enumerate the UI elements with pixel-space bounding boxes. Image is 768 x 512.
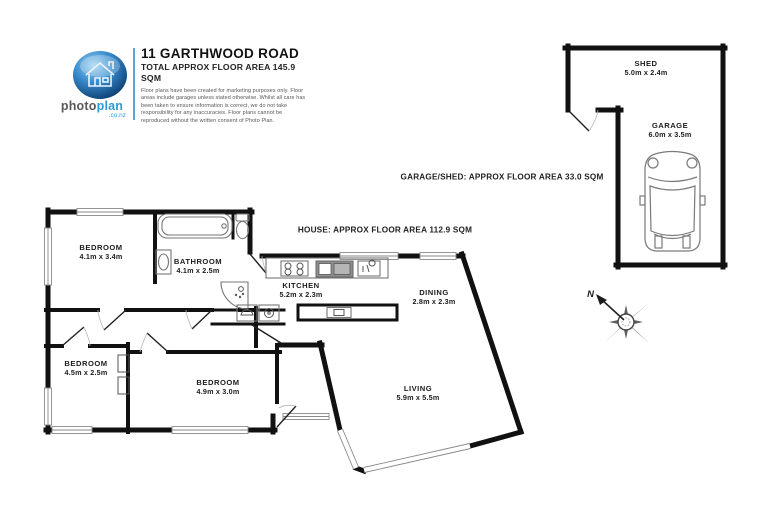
room-dims: 4.5m x 2.5m [64,368,108,377]
dishwasher-icon [326,306,352,319]
compass-icon: N [587,289,650,343]
laundry-bench [236,304,280,322]
room-dims: 5.0m x 2.4m [624,68,668,77]
room-label-dining: DINING 2.8m x 2.3m [413,288,456,306]
house-windows [44,208,471,473]
room-name: BEDROOM [64,359,108,368]
room-label-bedroom-1: BEDROOM 4.1m x 3.4m [79,243,122,261]
photoplan-logo-icon [73,51,127,99]
room-name: BEDROOM [79,243,123,252]
room-dims: 4.9m x 3.0m [196,387,240,396]
logo-text-plan: plan [96,99,124,113]
washing-machine-icon [264,308,274,318]
wardrobe-icon [117,354,130,395]
disclaimer-line: reproduced without the written consent o… [141,117,275,124]
stove-icon [280,260,309,277]
room-name: GARAGE [651,121,689,130]
room-label-living: LIVING 5.9m x 5.5m [397,384,440,402]
disclaimer: Floor plans have been created for market… [141,88,316,125]
disclaimer-line: been taken to ensure information is corr… [141,102,288,109]
page-title: 11 GARTHWOOD ROAD [141,46,300,61]
garage-shed-walls [562,43,728,270]
photoplan-logo: photoplan .co.nz [52,48,132,124]
room-dims: 5.9m x 5.5m [396,393,440,402]
disclaimer-line: responsibility for any inaccuracies. Flo… [141,110,283,117]
room-dims: 5.2m x 2.3m [279,290,323,299]
room-label-bathroom: BATHROOM 4.1m x 2.5m [174,257,222,275]
laundry-tub-icon [240,309,254,316]
bathroom-fixtures [155,213,250,310]
north-arrow-icon: N [587,289,625,321]
living-left-window [337,428,359,470]
logo-text-suffix: .co.nz [108,112,126,119]
living-bottom-window [363,443,471,473]
room-dims: 6.0m x 3.5m [648,130,692,139]
kitchen-sink-icon [315,260,354,278]
house-area-label: HOUSE: APPROX FLOOR AREA 112.9 SQM [297,225,473,235]
room-name: KITCHEN [282,281,320,290]
kitchen-counter [265,257,389,279]
header-divider [133,48,135,120]
room-name: LIVING [403,384,433,393]
car-icon [639,150,706,252]
room-dims: 4.1m x 2.5m [176,266,220,275]
sink-icon [155,249,172,275]
logo-text-photo: photo [60,99,97,113]
house-icon [85,61,115,87]
shower-icon [220,281,249,310]
north-label: N [587,289,595,300]
house-doors [61,253,297,428]
small-appliance-icon [357,259,381,277]
toilet-icon [235,213,250,240]
disclaimer-line: Floor plans have been created for market… [141,88,304,94]
room-dims: 4.1m x 3.4m [79,252,123,261]
total-area-subtitle: TOTAL APPROX FLOOR AREA 145.9 SQM [141,62,296,83]
logo-wordmark: photoplan [52,99,132,113]
disclaimer-line: areas include garages unless stated othe… [141,95,306,102]
room-name: BEDROOM [196,378,240,387]
kitchen-island [296,303,399,322]
header: 11 GARTHWOOD ROAD TOTAL APPROX FLOOR ARE… [141,46,316,125]
room-name: SHED [634,59,658,68]
room-label-garage: GARAGE 6.0m x 3.5m [649,121,692,139]
house-exterior-walls [43,207,525,475]
room-label-shed: SHED 5.0m x 2.4m [625,59,668,77]
room-label-bedroom-2: BEDROOM 4.5m x 2.5m [64,359,107,377]
room-name: DINING [419,288,449,297]
garage-shed-area-label: GARAGE/SHED: APPROX FLOOR AREA 33.0 SQM [400,172,604,182]
room-label-bedroom-3: BEDROOM 4.9m x 3.0m [196,378,239,396]
bathtub-icon [157,213,233,239]
room-label-kitchen: KITCHEN 5.2m x 2.3m [280,281,323,299]
room-dims: 2.8m x 2.3m [412,297,456,306]
room-name: BATHROOM [173,257,223,266]
kitchen-fixtures [236,257,399,322]
